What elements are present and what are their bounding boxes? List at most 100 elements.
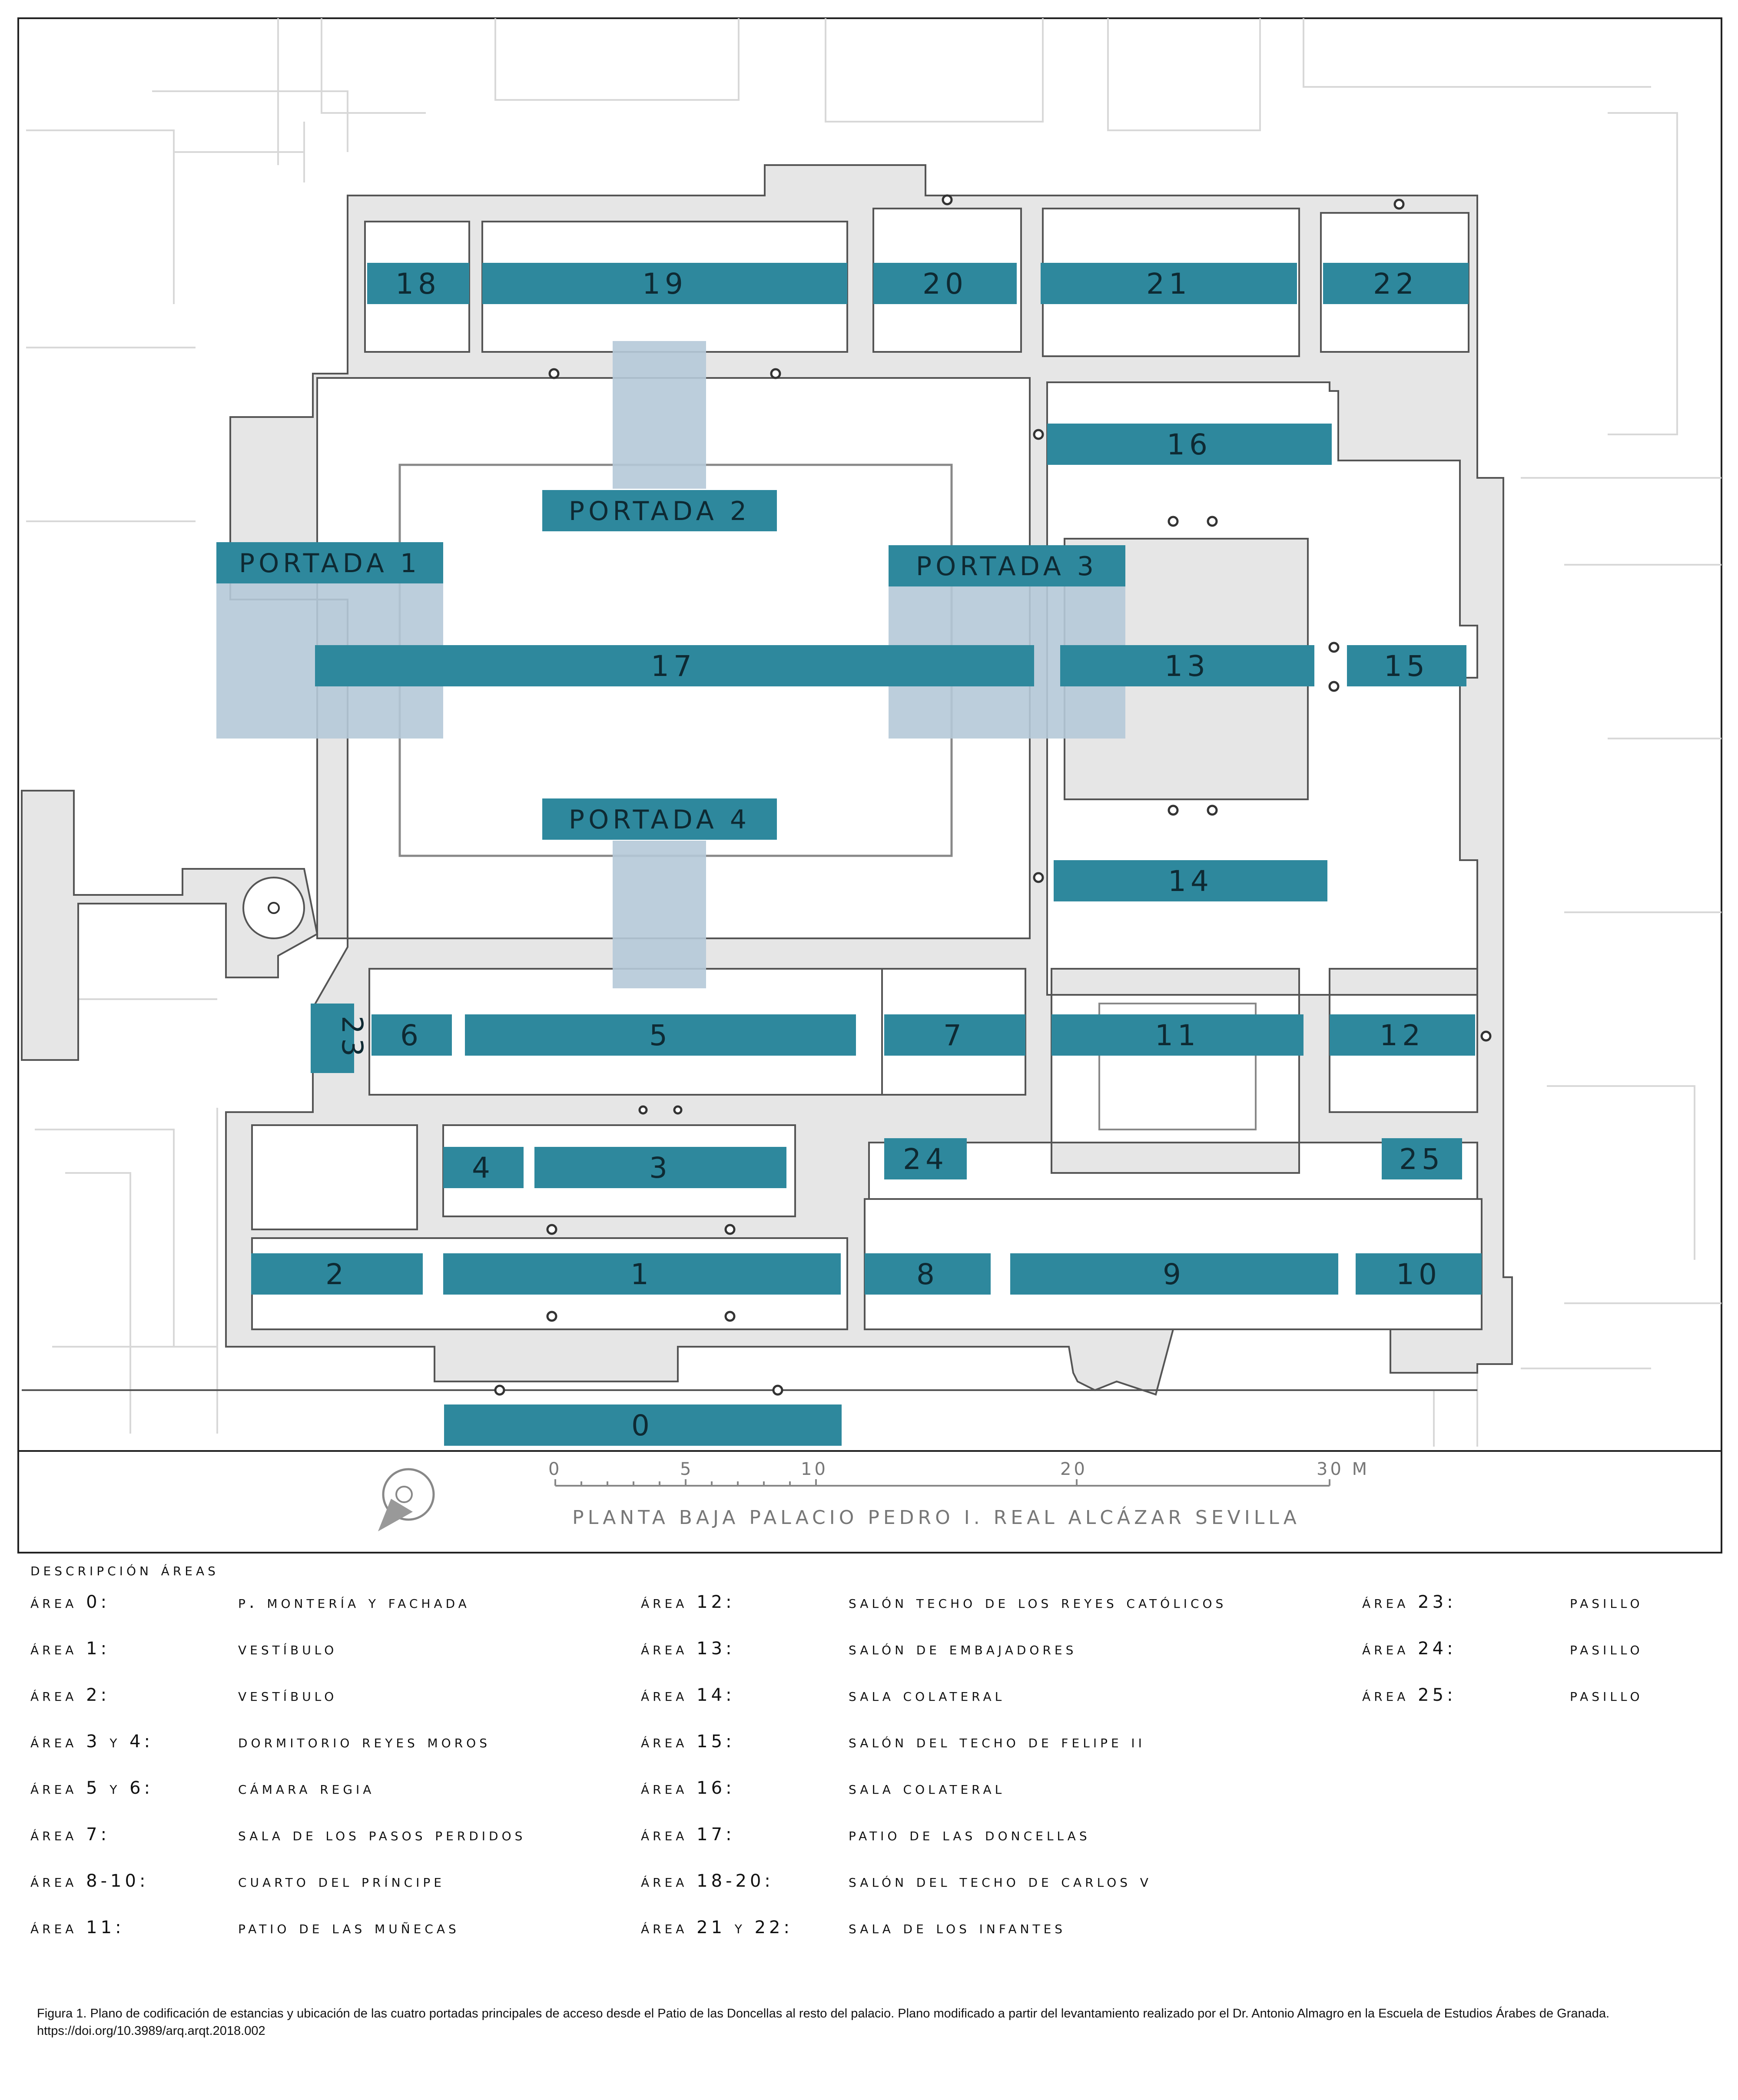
legend-value: cuarto del príncipe bbox=[238, 1871, 445, 1891]
area-12-label: 12 bbox=[1380, 1019, 1425, 1052]
area-7-label: 7 bbox=[943, 1019, 966, 1052]
area-2-label: 2 bbox=[325, 1258, 348, 1291]
legend-key: área 8-10: bbox=[30, 1871, 149, 1891]
legend-key: área 0: bbox=[30, 1592, 110, 1612]
area-0-label: 0 bbox=[631, 1409, 654, 1442]
legend-value: salón techo de los reyes católicos bbox=[849, 1592, 1227, 1612]
legend-key: área 16: bbox=[641, 1778, 735, 1798]
area-23-label: 23 bbox=[335, 1016, 369, 1061]
legend-key: área 1: bbox=[30, 1639, 110, 1659]
area-25-label: 25 bbox=[1399, 1143, 1444, 1176]
legend-value: vestíbulo bbox=[238, 1685, 338, 1705]
area-11-label: 11 bbox=[1155, 1019, 1200, 1052]
legend-value: sala de los infantes bbox=[849, 1918, 1066, 1938]
legend-key: área 13: bbox=[641, 1639, 735, 1659]
area-18-label: 18 bbox=[395, 267, 441, 301]
area-5-bar bbox=[465, 1014, 856, 1056]
portada-1-label: PORTADA 1 bbox=[239, 548, 421, 579]
area-5-label: 5 bbox=[649, 1019, 672, 1052]
area-15-label: 15 bbox=[1384, 649, 1429, 683]
area-16-label: 16 bbox=[1167, 428, 1212, 461]
legend-value: patio de las muñecas bbox=[238, 1918, 460, 1938]
legend: descripción áreas área 0: p. montería y f… bbox=[0, 1555, 1738, 2100]
legend-key: área 18-20: bbox=[641, 1871, 774, 1891]
scale-tick-30: 30 M bbox=[1317, 1459, 1370, 1479]
floor-plan: 18 19 20 21 22 16 17 13 15 14 23 6 5 7 1… bbox=[17, 17, 1722, 1553]
area-3-label: 3 bbox=[649, 1151, 672, 1185]
caption-text: Figura 1. Plano de codificación de estan… bbox=[37, 2007, 1610, 2021]
area-9-bar bbox=[1010, 1253, 1338, 1295]
legend-value: pasillo bbox=[1570, 1685, 1643, 1705]
figure-caption: Figura 1. Plano de codificación de estan… bbox=[37, 2005, 1679, 2040]
area-18-bar bbox=[367, 263, 469, 304]
legend-value: patio de las doncellas bbox=[849, 1825, 1091, 1845]
portada-2-bar bbox=[542, 490, 777, 531]
area-14-bar bbox=[1054, 860, 1327, 901]
area-20-label: 20 bbox=[922, 267, 968, 301]
legend-key: área 23: bbox=[1362, 1592, 1456, 1612]
legend-value: pasillo bbox=[1570, 1592, 1643, 1612]
area-2-bar bbox=[251, 1253, 423, 1295]
area-10-label: 10 bbox=[1396, 1258, 1441, 1291]
columns bbox=[494, 194, 1492, 1396]
area-22-bar bbox=[1323, 263, 1469, 304]
area-17-bar bbox=[315, 645, 1034, 686]
portada-4-bar bbox=[542, 798, 777, 840]
portada-4-label: PORTADA 4 bbox=[569, 805, 750, 835]
scale-tick-0: 0 bbox=[548, 1459, 562, 1479]
legend-key: área 2: bbox=[30, 1685, 110, 1705]
patio-11-arcade bbox=[1098, 1003, 1257, 1130]
spiral-stair-core bbox=[268, 902, 280, 914]
legend-key: área 5 y 6: bbox=[30, 1778, 154, 1798]
area-21-label: 21 bbox=[1146, 267, 1191, 301]
area-15-bar bbox=[1347, 645, 1466, 686]
area-9-label: 9 bbox=[1163, 1258, 1185, 1291]
portada-3-bar bbox=[889, 545, 1125, 586]
area-22-label: 22 bbox=[1373, 267, 1418, 301]
area-7-bar bbox=[884, 1014, 1025, 1056]
area-8-label: 8 bbox=[916, 1258, 939, 1291]
area-25-bar bbox=[1382, 1138, 1462, 1179]
legend-value: salón de embajadores bbox=[849, 1639, 1077, 1659]
area-17-label: 17 bbox=[651, 649, 696, 683]
legend-value: sala colateral bbox=[849, 1778, 1005, 1798]
area-24-label: 24 bbox=[903, 1143, 948, 1176]
area-0-bar bbox=[444, 1404, 842, 1446]
area-12-bar bbox=[1330, 1014, 1475, 1056]
legend-value: sala colateral bbox=[849, 1685, 1005, 1705]
legend-key: área 14: bbox=[641, 1685, 735, 1705]
legend-key: área 25: bbox=[1362, 1685, 1456, 1705]
area-14-label: 14 bbox=[1168, 865, 1213, 898]
north-arrow-icon bbox=[378, 1468, 435, 1531]
portada-2-label: PORTADA 2 bbox=[569, 496, 750, 527]
area-4-bar bbox=[443, 1147, 524, 1188]
area-19-label: 19 bbox=[642, 267, 687, 301]
legend-key: área 11: bbox=[30, 1918, 125, 1938]
legend-value: p. montería y fachada bbox=[238, 1592, 470, 1612]
area-8-bar bbox=[865, 1253, 991, 1295]
area-23-bar bbox=[311, 1004, 354, 1073]
context-lines bbox=[26, 18, 1721, 1447]
scale-bar bbox=[554, 1479, 1330, 1487]
area-4-label: 4 bbox=[472, 1151, 494, 1185]
scale-tick-20: 20 bbox=[1060, 1459, 1088, 1479]
area-11-bar bbox=[1051, 1014, 1304, 1056]
area-1-label: 1 bbox=[630, 1258, 653, 1291]
scale-tick-10: 10 bbox=[801, 1459, 828, 1479]
area-6-bar bbox=[371, 1014, 452, 1056]
area-10-bar bbox=[1356, 1253, 1482, 1295]
legend-value: dormitorio reyes moros bbox=[238, 1732, 491, 1752]
area-1-bar bbox=[443, 1253, 841, 1295]
legend-value: sala de los pasos perdidos bbox=[238, 1825, 526, 1845]
area-20-bar bbox=[873, 263, 1017, 304]
legend-key: área 7: bbox=[30, 1825, 110, 1845]
area-13-bar bbox=[1060, 645, 1314, 686]
area-16-bar bbox=[1047, 424, 1332, 465]
area-21-bar bbox=[1041, 263, 1297, 304]
plan-title: PLANTA BAJA PALACIO PEDRO I. REAL ALCÁZA… bbox=[572, 1506, 1300, 1529]
legend-key: área 21 y 22: bbox=[641, 1918, 793, 1938]
legend-heading: descripción áreas bbox=[30, 1560, 219, 1580]
area-19-bar bbox=[482, 263, 847, 304]
area-6-label: 6 bbox=[400, 1019, 423, 1052]
area-24-bar bbox=[884, 1138, 967, 1179]
